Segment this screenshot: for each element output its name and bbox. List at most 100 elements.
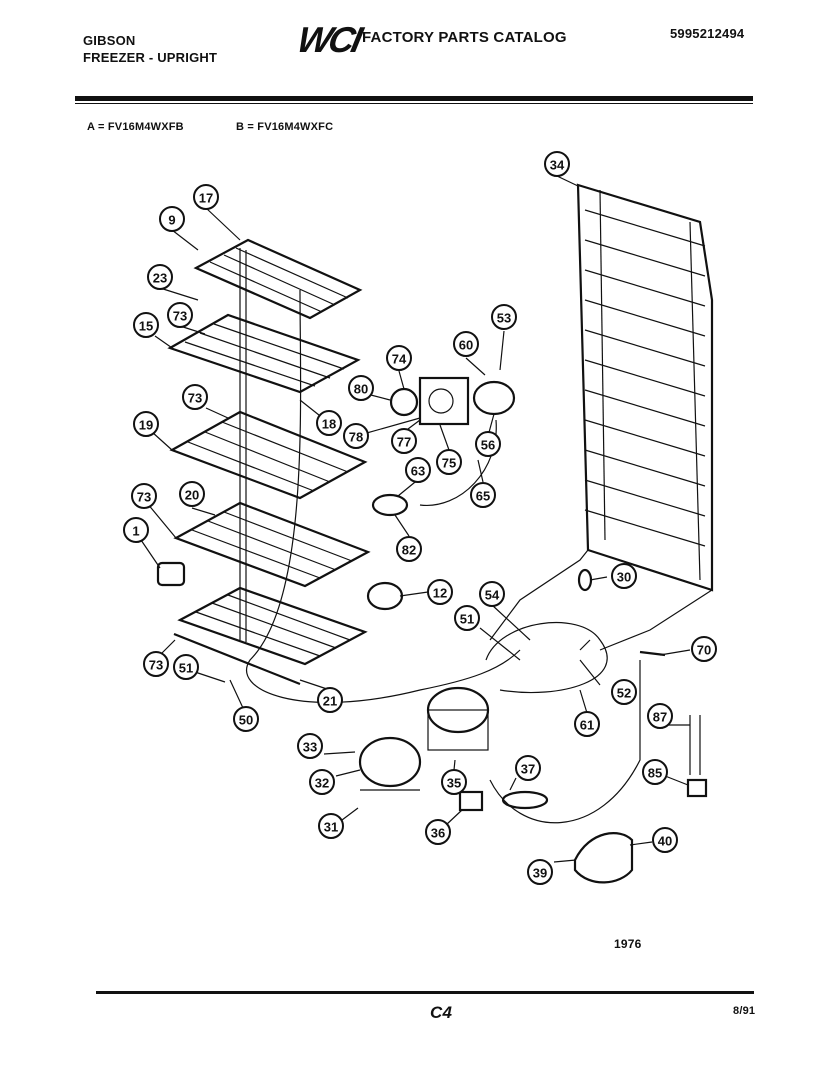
callout-73: 73	[143, 651, 169, 677]
header-rule-thin	[75, 103, 753, 104]
callout-51: 51	[173, 654, 199, 680]
callout-21: 21	[317, 687, 343, 713]
callout-50: 50	[233, 706, 259, 732]
callout-40: 40	[652, 827, 678, 853]
callout-60: 60	[453, 331, 479, 357]
callout-label: 73	[149, 658, 163, 673]
callout-label: 35	[447, 776, 461, 791]
callout-label: 36	[431, 826, 445, 841]
callout-label: 1	[132, 524, 139, 539]
callout-73: 73	[167, 302, 193, 328]
callout-label: 56	[481, 438, 495, 453]
callout-label: 21	[323, 694, 337, 709]
callout-label: 34	[550, 158, 565, 173]
part-87	[689, 715, 701, 775]
callout-78: 78	[343, 423, 369, 449]
callout-63: 63	[405, 457, 431, 483]
callout-label: 40	[658, 834, 672, 849]
callout-65: 65	[470, 482, 496, 508]
catalog-number: 5995212494	[670, 26, 745, 41]
part-12	[366, 581, 404, 611]
callout-9: 9	[159, 206, 185, 232]
callout-label: 73	[188, 391, 202, 406]
callout-label: 75	[442, 456, 456, 471]
callout-label: 12	[433, 586, 447, 601]
shelf-20	[173, 501, 371, 588]
callout-73: 73	[131, 483, 157, 509]
callout-label: 77	[397, 435, 411, 450]
callout-label: 18	[322, 417, 336, 432]
callout-33: 33	[297, 733, 323, 759]
callout-31: 31	[318, 813, 344, 839]
callout-18: 18	[316, 410, 342, 436]
callout-label: 20	[185, 488, 199, 503]
callout-label: 51	[179, 661, 193, 676]
callout-61: 61	[574, 711, 600, 737]
callout-label: 52	[617, 686, 631, 701]
callout-32: 32	[309, 769, 335, 795]
callout-label: 60	[459, 338, 473, 353]
callout-20: 20	[179, 481, 205, 507]
callout-37: 37	[515, 755, 541, 781]
callout-label: 31	[324, 820, 338, 835]
part-1	[156, 561, 186, 587]
callout-label: 70	[697, 643, 711, 658]
shelf-19	[169, 410, 368, 500]
model-b: B = FV16M4WXFC	[236, 121, 334, 133]
callout-36: 36	[425, 819, 451, 845]
callout-1: 1	[123, 517, 149, 543]
diagram-code: 1976	[614, 937, 642, 951]
heater-82	[371, 493, 409, 517]
compressor-35	[358, 686, 490, 791]
catalog-title: FACTORY PARTS CATALOG	[362, 29, 567, 46]
callout-34: 34	[544, 151, 570, 177]
callout-87: 87	[647, 703, 673, 729]
part-85	[686, 778, 708, 798]
callout-label: 32	[315, 776, 329, 791]
callout-label: 61	[580, 718, 594, 733]
callout-19: 19	[133, 411, 159, 437]
callout-label: 74	[392, 352, 407, 367]
footer-rule	[96, 991, 754, 994]
callout-35: 35	[441, 769, 467, 795]
callout-label: 73	[137, 490, 151, 505]
callout-75: 75	[436, 449, 462, 475]
callout-12: 12	[427, 579, 453, 605]
callout-70: 70	[691, 636, 717, 662]
callout-74: 74	[386, 345, 412, 371]
shelf-15	[167, 313, 361, 394]
callout-label: 53	[497, 311, 511, 326]
callout-label: 39	[533, 866, 547, 881]
callout-label: 78	[349, 430, 363, 445]
callout-53: 53	[491, 304, 517, 330]
callout-label: 54	[485, 588, 500, 603]
callout-label: 65	[476, 489, 490, 504]
callout-80: 80	[348, 375, 374, 401]
callout-77: 77	[391, 428, 417, 454]
callout-label: 51	[460, 612, 474, 627]
callout-label: 63	[411, 464, 425, 479]
condenser-34	[489, 183, 714, 651]
brand-name: GIBSON	[83, 33, 136, 48]
model-a: A = FV16M4WXFB	[87, 121, 184, 133]
callout-23: 23	[147, 264, 173, 290]
callout-label: 17	[199, 191, 213, 206]
callout-85: 85	[642, 759, 668, 785]
callout-label: 85	[648, 766, 662, 781]
callout-label: 9	[168, 213, 175, 228]
part-36	[458, 790, 484, 812]
callout-label: 82	[402, 543, 416, 558]
product-type: FREEZER - UPRIGHT	[83, 50, 218, 65]
callout-label: 23	[153, 271, 167, 286]
callout-15: 15	[133, 312, 159, 338]
callout-51: 51	[454, 605, 480, 631]
callout-82: 82	[396, 536, 422, 562]
callout-label: 80	[354, 382, 368, 397]
callout-17: 17	[193, 184, 219, 210]
revision-date: 8/91	[733, 1005, 756, 1017]
callout-73: 73	[182, 384, 208, 410]
callout-label: 15	[139, 319, 153, 334]
callout-label: 30	[617, 570, 631, 585]
page-code: C4	[430, 1003, 453, 1022]
shelf-17	[193, 238, 363, 320]
